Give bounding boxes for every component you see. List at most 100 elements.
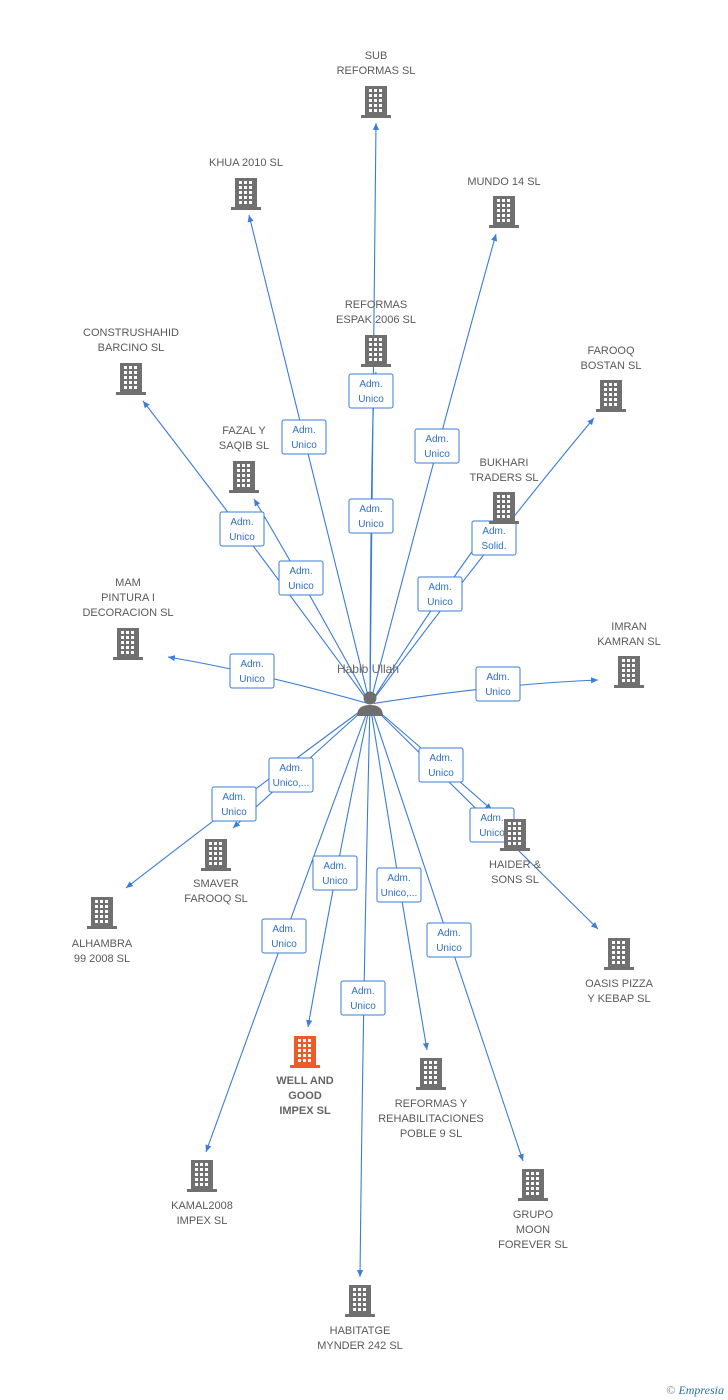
person-node[interactable]: Habib Ullah <box>337 662 399 716</box>
role-text: Adm. <box>292 425 315 436</box>
company-label: SONS SL <box>491 874 539 886</box>
role-badge-fazal-saqib[interactable]: Adm.Unico <box>278 560 324 596</box>
role-text: Solid. <box>481 541 506 552</box>
building-icon <box>518 1169 548 1201</box>
role-text: Adm. <box>359 379 382 390</box>
role-text: Adm. <box>359 504 382 515</box>
role-text: Adm. <box>425 434 448 445</box>
role-text: Adm. <box>351 986 374 997</box>
role-text: Unico <box>427 597 453 608</box>
role-badge-mam-pintura[interactable]: Adm. Unico <box>229 653 275 689</box>
role-badge-construshahid[interactable]: Adm.Unico <box>219 511 265 547</box>
company-node-farooq-bostan[interactable]: FAROOQ BOSTAN SL <box>581 345 642 412</box>
role-badge-imran-kamran[interactable]: Adm.Unico <box>475 666 521 702</box>
role-badge-farooq-bostan[interactable]: Adm. Solid. <box>471 520 517 556</box>
building-icon <box>87 897 117 929</box>
role-badge-haider-sons[interactable]: Adm.Unico <box>418 747 464 783</box>
role-text: Unico <box>424 449 450 460</box>
company-label: PINTURA I <box>101 592 155 604</box>
role-text: Unico,... <box>273 778 310 789</box>
company-node-khua-2010[interactable]: KHUA 2010 SL <box>209 157 283 210</box>
role-badge-mundo-14[interactable]: Adm. Unico <box>414 428 460 464</box>
role-text: Adm. <box>222 792 245 803</box>
company-label: FOREVER SL <box>498 1239 568 1251</box>
company-label: ESPAK 2006 SL <box>336 314 416 326</box>
company-label: DECORACION SL <box>82 607 173 619</box>
role-text: Unico <box>358 519 384 530</box>
company-label: MYNDER 242 SL <box>317 1340 403 1352</box>
role-text: Adm. <box>482 526 505 537</box>
role-text: Adm. <box>289 566 312 577</box>
company-label: WELL AND <box>276 1075 333 1087</box>
company-label: MUNDO 14 SL <box>467 176 540 188</box>
role-badge-oasis-pizza[interactable]: Adm.Unico <box>469 807 515 843</box>
role-badge-habitatge-mynder[interactable]: Adm.Unico <box>340 980 386 1016</box>
company-node-haider-sons[interactable]: HAIDER & SONS SL <box>489 819 542 886</box>
company-label: REFORMAS SL <box>337 65 416 77</box>
building-icon <box>231 178 261 210</box>
company-label: SUB <box>365 50 388 62</box>
company-label: BOSTAN SL <box>581 360 642 372</box>
building-icon <box>229 461 259 493</box>
company-label: TRADERS SL <box>469 472 538 484</box>
role-badge-bukhari-traders[interactable]: Adm. Unico <box>417 576 463 612</box>
company-label: Y KEBAP SL <box>587 993 650 1005</box>
building-icon <box>500 819 530 851</box>
company-node-reformas-espak[interactable]: REFORMAS ESPAK 2006 SL <box>336 299 416 367</box>
brand-footer[interactable]: © Empresia <box>666 1383 724 1398</box>
role-text: Adm. <box>428 582 451 593</box>
company-label: FAROOQ SL <box>184 893 248 905</box>
company-label: ALHAMBRA <box>72 938 133 950</box>
building-icon <box>614 656 644 688</box>
role-badge-reformas-espak[interactable]: Adm.Unico <box>348 373 394 409</box>
company-label: FAROOQ <box>587 345 635 357</box>
company-label: REFORMAS Y <box>395 1098 468 1110</box>
role-text: Adm. <box>279 763 302 774</box>
role-text: Adm. <box>240 659 263 670</box>
company-label: HAIDER & <box>489 859 542 871</box>
company-label: SAQIB SL <box>219 440 269 452</box>
edge-line-khua-2010 <box>247 214 369 697</box>
company-node-mam-pintura[interactable]: MAM PINTURA I DECORACION SL <box>82 577 174 660</box>
role-badge-alhambra[interactable]: Adm. Unico <box>211 786 257 822</box>
role-badge-well-and-good[interactable]: Adm.Unico <box>312 855 358 891</box>
role-badge-kamal2008[interactable]: Adm.Unico <box>261 918 307 954</box>
role-badge-reformas-rehab[interactable]: Adm.Unico,... <box>376 867 422 903</box>
company-label: MAM <box>115 577 141 589</box>
person-name: Habib Ullah <box>337 662 399 676</box>
building-icon <box>489 492 519 524</box>
role-text: Adm. <box>272 924 295 935</box>
building-icon <box>416 1058 446 1090</box>
company-label: REFORMAS <box>345 299 407 311</box>
role-text: Unico <box>428 768 454 779</box>
role-text: Adm. <box>486 672 509 683</box>
role-badge-sub-reformas[interactable]: Adm. Unico <box>348 498 394 534</box>
company-label: KAMAL2008 <box>171 1200 233 1212</box>
role-badge-khua-2010[interactable]: Adm.Unico <box>281 419 327 455</box>
role-text: Unico <box>239 674 265 685</box>
role-badge-smaver-farooq[interactable]: Adm. Unico,... <box>268 757 314 793</box>
role-text: Unico <box>436 943 462 954</box>
role-text: Unico,... <box>381 888 418 899</box>
company-node-sub-reformas[interactable]: SUB REFORMAS SL <box>337 50 416 118</box>
building-icon <box>604 938 634 970</box>
company-node-habitatge-mynder[interactable]: HABITATGE MYNDER 242 SL <box>317 1285 403 1352</box>
role-text: Unico <box>221 807 247 818</box>
company-node-mundo-14[interactable]: MUNDO 14 SL <box>467 176 541 228</box>
company-label: BARCINO SL <box>98 342 165 354</box>
role-text: Adm. <box>323 861 346 872</box>
role-badge-grupo-moon[interactable]: Adm.Unico <box>426 922 472 958</box>
company-label: HABITATGE <box>330 1325 391 1337</box>
